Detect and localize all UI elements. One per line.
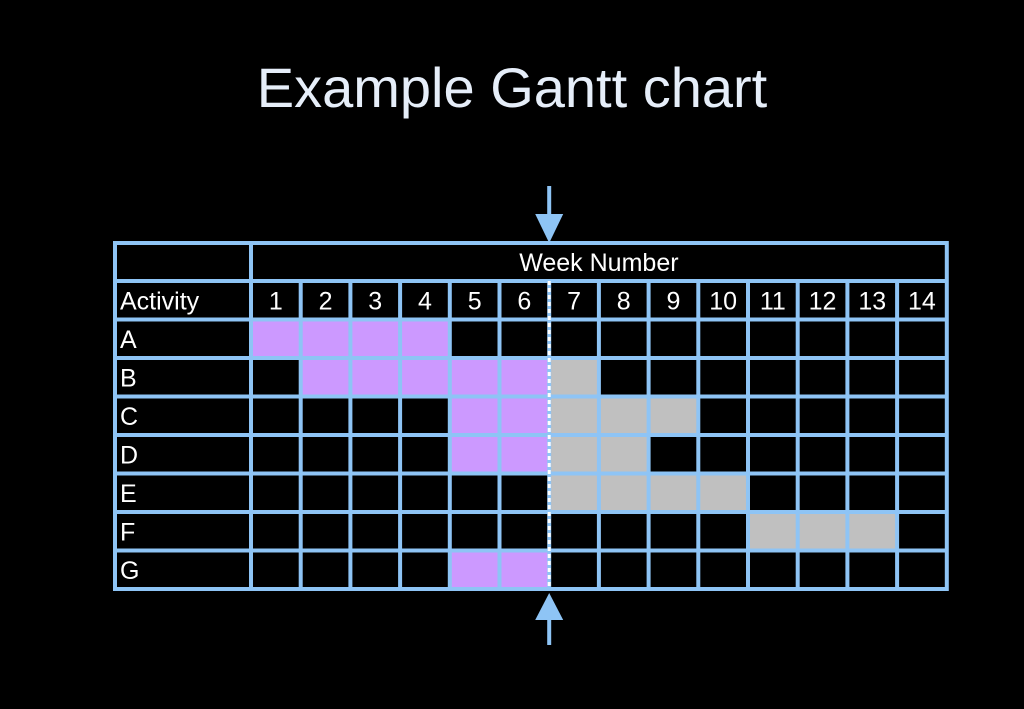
planned-cell-d-week-7 <box>549 435 599 474</box>
activity-label-a: A <box>120 326 137 354</box>
planned-cell-f-week-11 <box>748 512 798 551</box>
top-arrow-head-icon <box>535 214 564 243</box>
week-label-3: 3 <box>368 287 382 315</box>
activity-label-b: B <box>120 364 137 392</box>
week-number-header: Week Number <box>519 249 678 277</box>
week-label-4: 4 <box>418 287 432 315</box>
week-label-9: 9 <box>666 287 680 315</box>
planned-cell-e-week-8 <box>598 473 649 512</box>
completed-cell-a-week-3 <box>350 319 401 358</box>
week-label-5: 5 <box>468 287 482 315</box>
completed-cell-b-week-2 <box>300 358 351 397</box>
completed-cell-b-week-4 <box>400 358 450 397</box>
completed-cell-b-week-3 <box>350 358 401 397</box>
week-label-1: 1 <box>269 287 283 315</box>
chart-title: Example Gantt chart <box>256 56 768 119</box>
planned-cell-c-week-8 <box>598 396 649 435</box>
planned-cell-f-week-13 <box>847 512 898 551</box>
completed-cell-g-week-5 <box>449 550 500 589</box>
bottom-arrow-head-icon <box>535 593 564 620</box>
planned-cell-e-week-9 <box>648 473 699 512</box>
planned-cell-b-week-7 <box>549 358 599 397</box>
planned-cell-e-week-10 <box>698 473 748 512</box>
planned-cell-d-week-8 <box>598 435 649 474</box>
activity-header: Activity <box>120 287 200 315</box>
week-label-11: 11 <box>760 287 786 315</box>
completed-cell-b-week-6 <box>499 358 550 397</box>
week-label-13: 13 <box>858 287 886 315</box>
week-label-10: 10 <box>709 287 737 315</box>
week-label-6: 6 <box>517 287 531 315</box>
completed-cell-c-week-5 <box>449 396 500 435</box>
completed-cell-a-week-1 <box>251 319 301 358</box>
completed-cell-b-week-5 <box>449 358 500 397</box>
completed-cell-a-week-2 <box>300 319 351 358</box>
week-label-2: 2 <box>319 287 333 315</box>
completed-cell-c-week-6 <box>499 396 550 435</box>
completed-cell-g-week-6 <box>499 550 550 589</box>
completed-cell-a-week-4 <box>400 319 450 358</box>
planned-cell-f-week-12 <box>797 512 848 551</box>
activity-label-c: C <box>120 403 138 431</box>
planned-cell-e-week-7 <box>549 473 599 512</box>
activity-label-g: G <box>120 557 139 585</box>
planned-cell-c-week-7 <box>549 396 599 435</box>
week-label-12: 12 <box>809 287 837 315</box>
planned-cell-c-week-9 <box>648 396 699 435</box>
week-label-14: 14 <box>908 287 936 315</box>
completed-cell-d-week-6 <box>499 435 550 474</box>
activity-label-d: D <box>120 441 138 469</box>
completed-cell-d-week-5 <box>449 435 500 474</box>
activity-label-e: E <box>120 480 137 508</box>
activity-label-f: F <box>120 518 135 546</box>
week-label-8: 8 <box>617 287 631 315</box>
week-label-7: 7 <box>567 287 581 315</box>
